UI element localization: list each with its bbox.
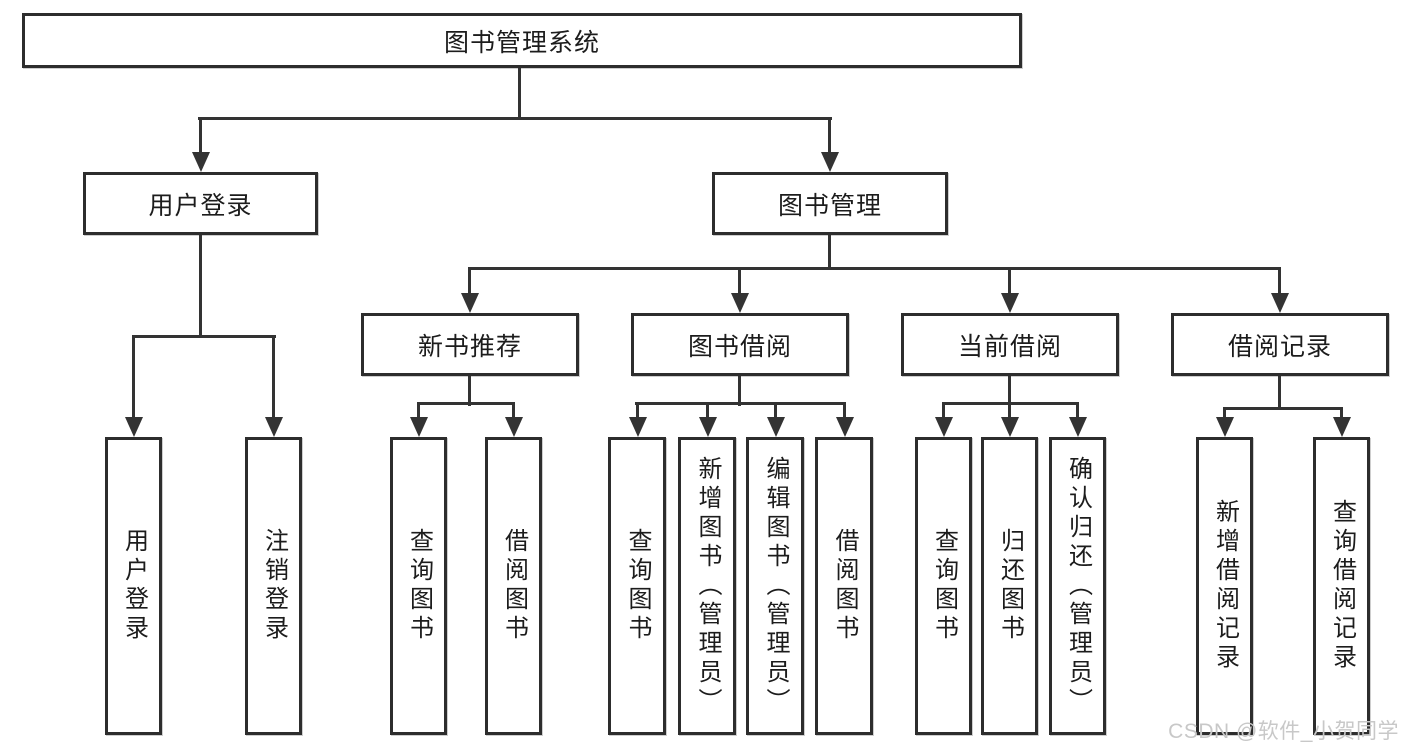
- arrow-down: [1223, 407, 1226, 417]
- node-borrow-records: 借阅记录: [1171, 313, 1389, 376]
- arrow-down: [843, 402, 846, 417]
- leaf-confirm-return-admin: 确认归还（管理员）: [1049, 437, 1106, 735]
- leaf-borrow-books-2: 借阅图书: [815, 437, 873, 735]
- connector-line: [468, 376, 471, 406]
- connector-line: [199, 235, 202, 338]
- arrow-down: [828, 117, 831, 152]
- connector-line: [518, 68, 521, 118]
- leaf-query-books-3: 查询图书: [915, 437, 972, 735]
- connector-line: [132, 335, 276, 338]
- leaf-label: 确认归还（管理员）: [1064, 455, 1092, 717]
- leaf-borrow-books-1: 借阅图书: [485, 437, 542, 735]
- node-label: 图书借阅: [687, 332, 792, 361]
- node-user-login: 用户登录: [83, 172, 318, 235]
- arrow-down: [132, 335, 135, 417]
- connector-line: [1278, 376, 1281, 409]
- arrow-down: [706, 402, 709, 417]
- node-new-book-recommend: 新书推荐: [361, 313, 579, 376]
- node-root: 图书管理系统: [22, 13, 1022, 68]
- leaf-query-borrow-record: 查询借阅记录: [1313, 437, 1370, 735]
- node-label: 用户登录: [148, 191, 253, 220]
- connector-line: [738, 376, 741, 406]
- arrow-down: [774, 402, 777, 417]
- leaf-label: 注销登录: [260, 528, 288, 644]
- connector-line: [828, 235, 831, 270]
- node-root-label: 图书管理系统: [443, 28, 600, 57]
- leaf-label: 借阅图书: [831, 528, 858, 644]
- leaf-query-books-2: 查询图书: [608, 437, 666, 735]
- arrow-down: [1076, 402, 1079, 417]
- connector-line: [417, 402, 515, 405]
- connector-line: [1008, 376, 1011, 406]
- leaf-edit-books-admin: 编辑图书（管理员）: [746, 437, 804, 735]
- arrow-down: [1008, 267, 1011, 293]
- arrow-down: [1340, 407, 1343, 417]
- arrow-down: [417, 402, 420, 417]
- csdn-watermark: CSDN @软件_小贺同学: [1168, 720, 1399, 743]
- leaf-user-login: 用户登录: [105, 437, 162, 735]
- leaf-label: 新增借阅记录: [1211, 499, 1239, 673]
- arrow-down: [738, 267, 741, 293]
- leaf-label: 用户登录: [120, 528, 148, 644]
- node-label: 图书管理: [777, 191, 882, 220]
- leaf-label: 查询图书: [930, 528, 958, 644]
- node-label: 当前借阅: [957, 332, 1062, 361]
- leaf-label: 借阅图书: [500, 528, 528, 644]
- leaf-label: 新增图书（管理员）: [694, 455, 721, 717]
- node-label: 借阅记录: [1227, 332, 1332, 361]
- leaf-label: 查询借阅记录: [1328, 499, 1356, 673]
- connector-line: [468, 267, 1281, 270]
- leaf-add-books-admin: 新增图书（管理员）: [678, 437, 736, 735]
- leaf-logout: 注销登录: [245, 437, 302, 735]
- leaf-label: 编辑图书（管理员）: [762, 455, 789, 717]
- node-current-borrow: 当前借阅: [901, 313, 1119, 376]
- arrow-down: [636, 402, 639, 417]
- leaf-label: 查询图书: [624, 528, 651, 644]
- arrow-down: [199, 117, 202, 152]
- leaf-return-books: 归还图书: [981, 437, 1038, 735]
- arrow-down: [468, 267, 471, 293]
- arrow-down: [512, 402, 515, 417]
- connector-line: [198, 117, 832, 120]
- arrow-down: [1008, 402, 1011, 417]
- arrow-down: [942, 402, 945, 417]
- leaf-query-books-1: 查询图书: [390, 437, 447, 735]
- leaf-add-borrow-record: 新增借阅记录: [1196, 437, 1253, 735]
- node-book-borrow: 图书借阅: [631, 313, 849, 376]
- arrow-down: [1278, 267, 1281, 293]
- connector-line: [635, 402, 845, 405]
- leaf-label: 查询图书: [405, 528, 433, 644]
- leaf-label: 归还图书: [996, 528, 1024, 644]
- connector-line: [1223, 407, 1343, 410]
- node-book-management: 图书管理: [712, 172, 948, 235]
- node-label: 新书推荐: [417, 332, 522, 361]
- arrow-down: [272, 335, 275, 417]
